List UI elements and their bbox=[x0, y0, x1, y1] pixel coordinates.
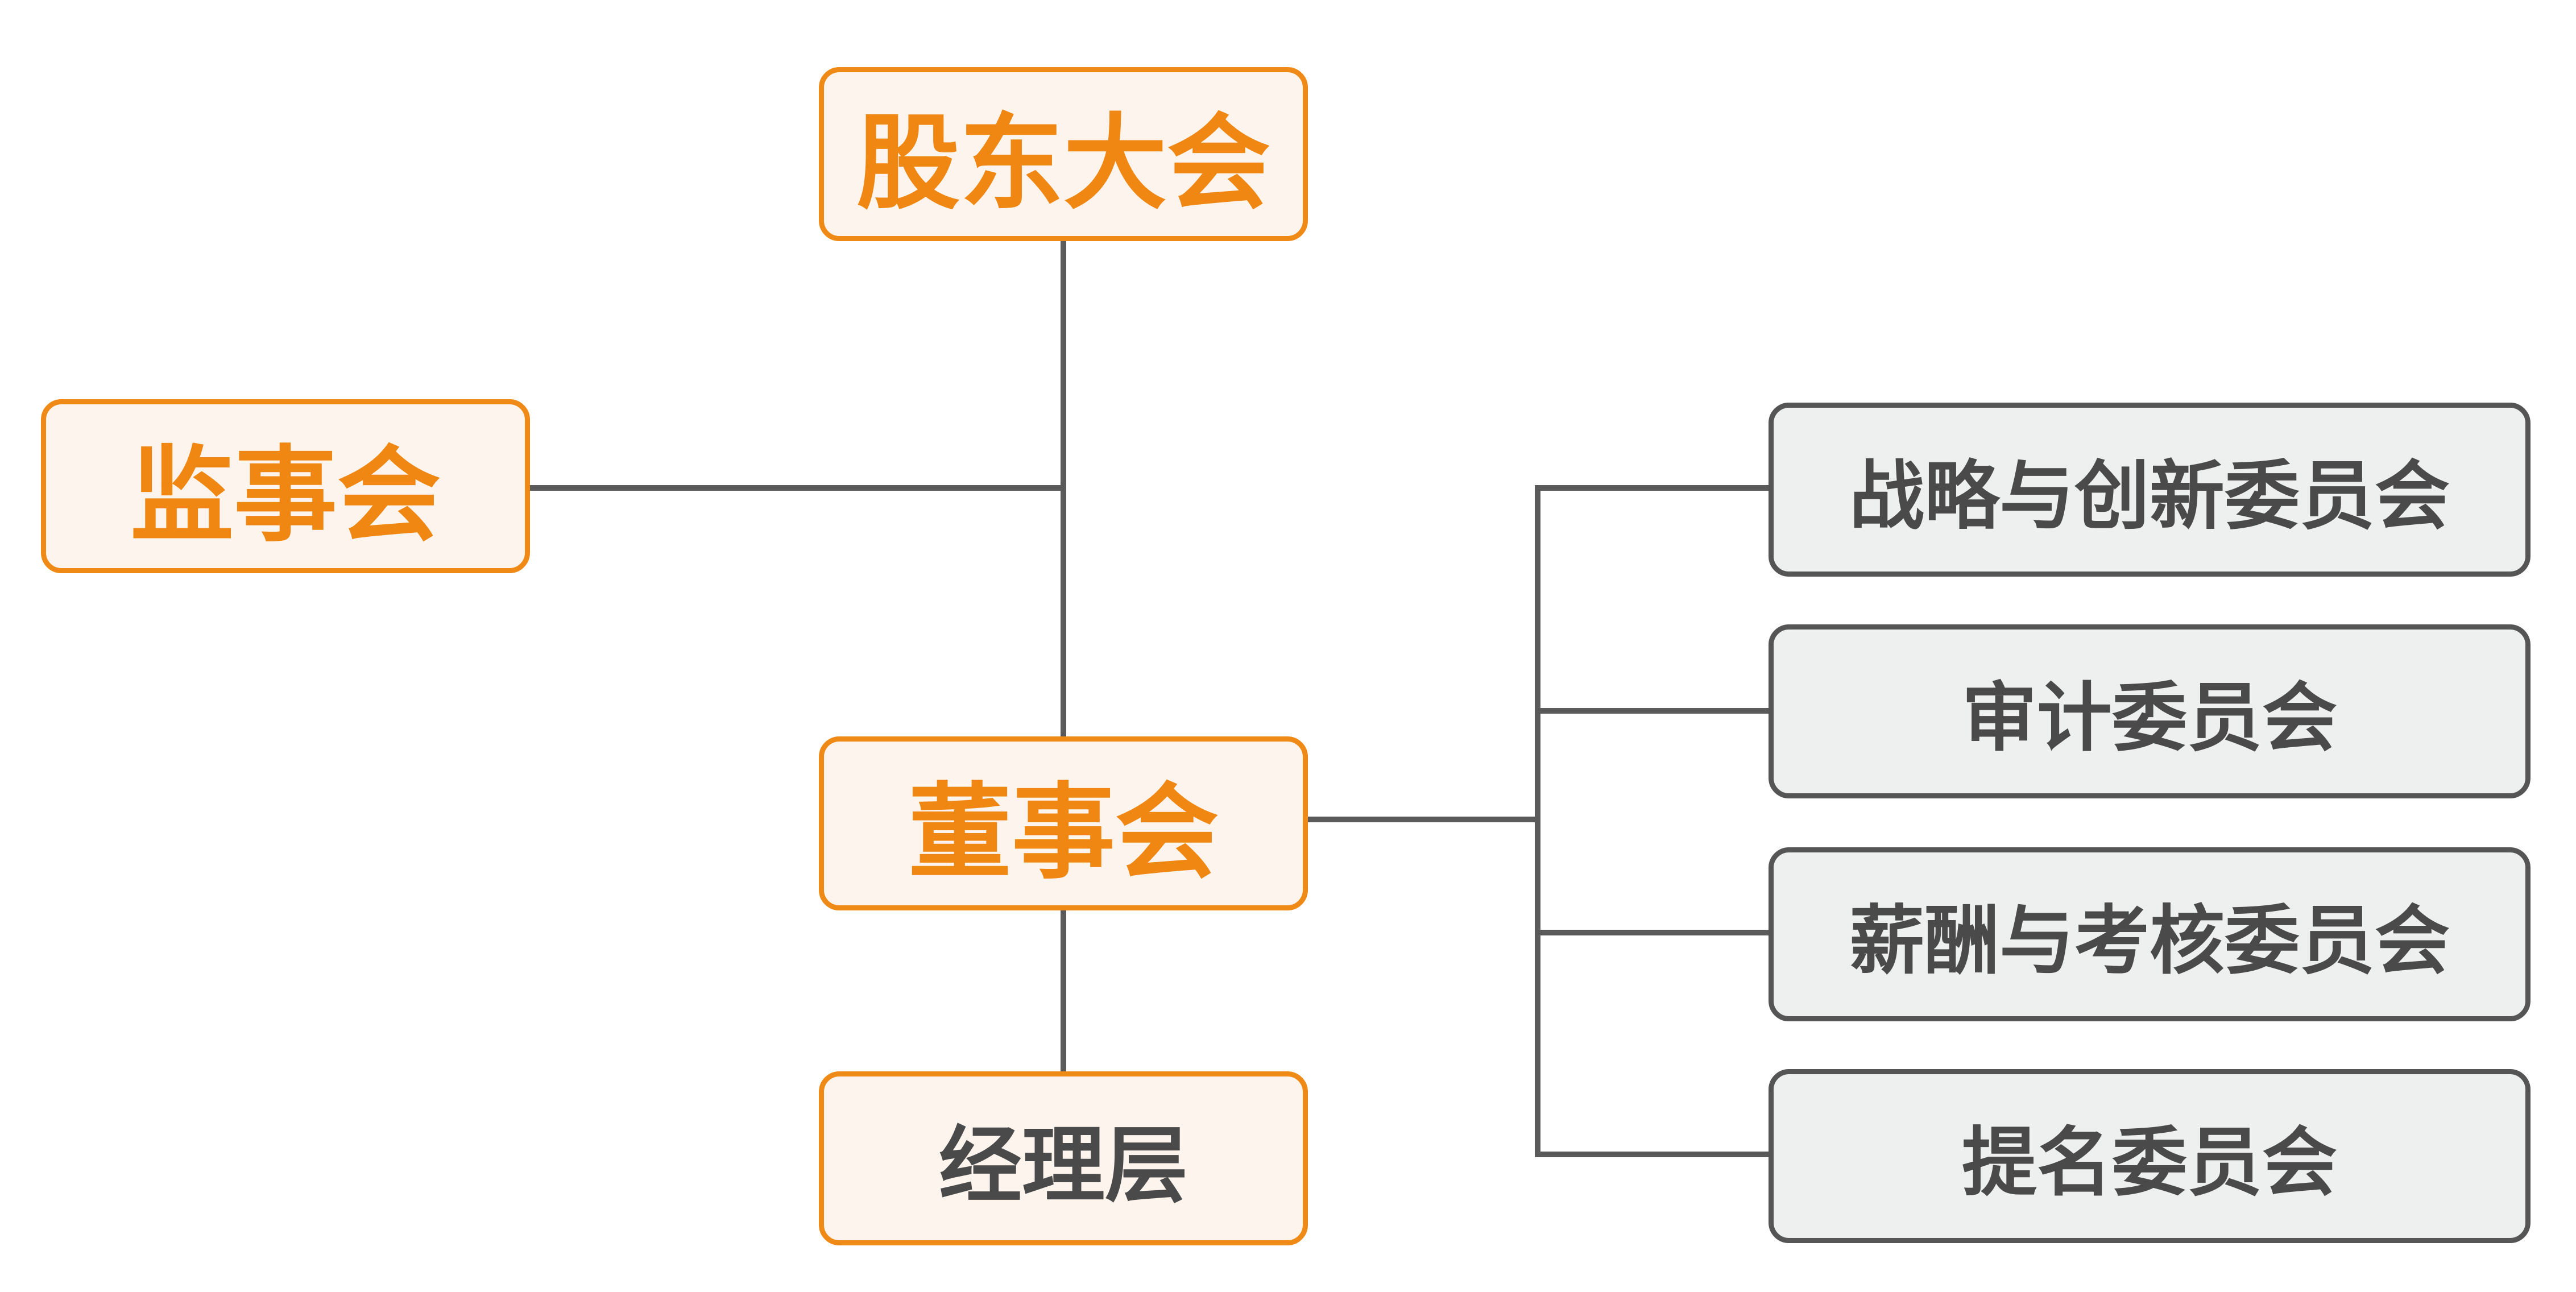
compensation-assessment-committee-label: 薪酬与考核委员会 bbox=[1849, 897, 2450, 985]
supervisory-board-label: 监事会 bbox=[130, 434, 441, 556]
audit-committee-label: 审计委员会 bbox=[1962, 674, 2337, 762]
shareholders-meeting-node: 股东大会 bbox=[819, 67, 1308, 241]
board-of-directors-node: 董事会 bbox=[819, 736, 1308, 910]
management-node: 经理层 bbox=[819, 1071, 1308, 1245]
strategy-innovation-committee-node: 战略与创新委员会 bbox=[1769, 403, 2531, 577]
strategy-innovation-committee-label: 战略与创新委员会 bbox=[1849, 452, 2450, 540]
nomination-committee-label: 提名委员会 bbox=[1962, 1119, 2337, 1207]
management-label: 经理层 bbox=[939, 1117, 1188, 1214]
supervisory-board-node: 监事会 bbox=[41, 399, 530, 573]
board-of-directors-label: 董事会 bbox=[908, 772, 1219, 893]
nomination-committee-node: 提名委员会 bbox=[1769, 1069, 2531, 1243]
audit-committee-node: 审计委员会 bbox=[1769, 624, 2531, 798]
shareholders-meeting-label: 股东大会 bbox=[856, 102, 1270, 223]
compensation-assessment-committee-node: 薪酬与考核委员会 bbox=[1769, 847, 2531, 1021]
